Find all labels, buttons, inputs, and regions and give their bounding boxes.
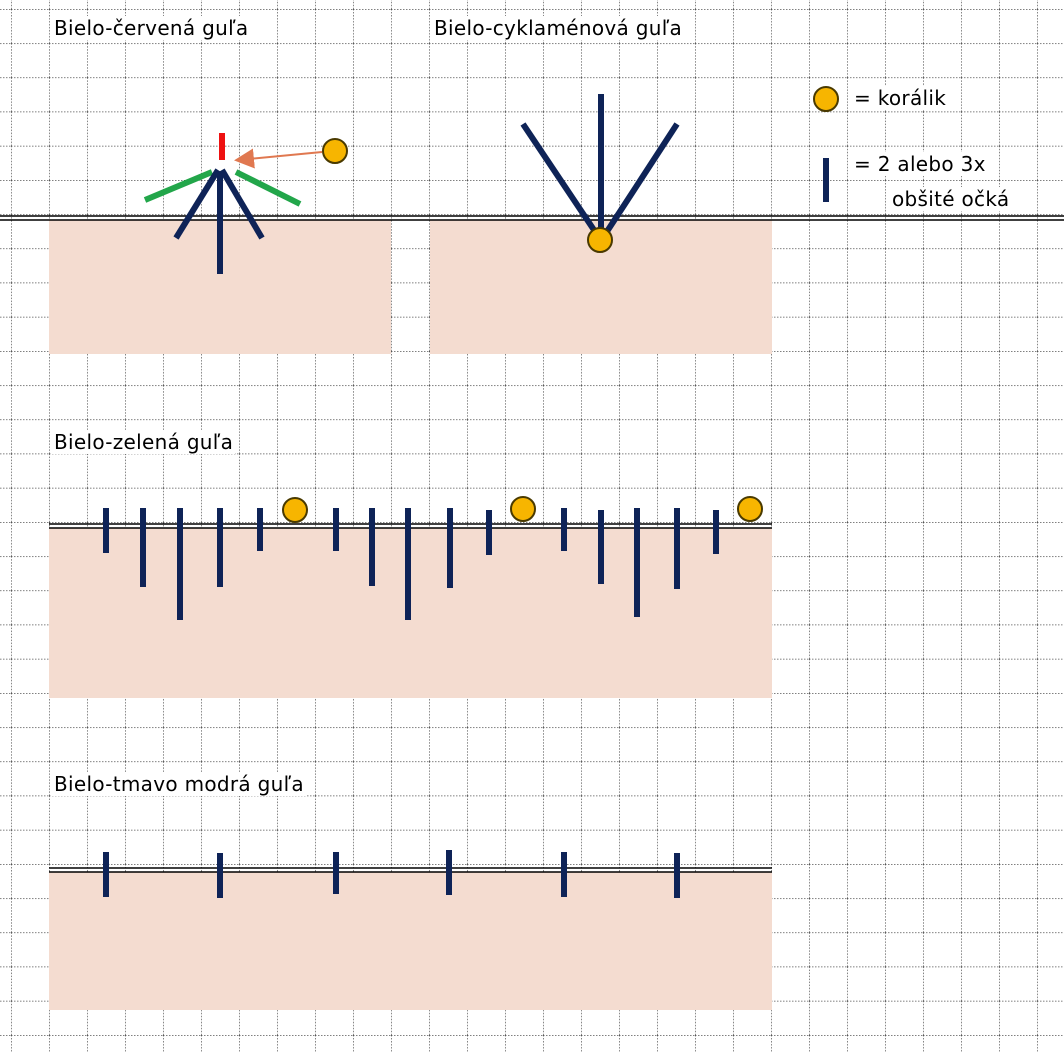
green-stitch-left xyxy=(143,169,214,203)
green-ball-motif xyxy=(103,496,763,620)
bead-red-motif xyxy=(322,138,348,164)
legend-bead-icon xyxy=(813,86,839,112)
legend-bead-label: = korálik xyxy=(852,86,949,110)
green-row-bead xyxy=(282,497,308,523)
arrow-to-red-stitch xyxy=(234,148,323,169)
darkblue-ball-motif xyxy=(103,850,680,898)
baseline-top xyxy=(0,215,1064,221)
green-row-bead xyxy=(510,496,536,522)
legend-stitch-label-line1: = 2 alebo 3x xyxy=(852,152,988,176)
red-ball-motif xyxy=(143,133,348,274)
blue-stitch-left xyxy=(173,168,221,240)
green-row-bead xyxy=(737,496,763,522)
legend-symbols xyxy=(813,86,839,202)
green-stitch-right xyxy=(234,169,302,207)
panel-darkblue-fill xyxy=(49,872,772,1010)
title-darkblue-ball: Bielo-tmavo modrá guľa xyxy=(52,772,306,796)
baseline-darkblue xyxy=(49,867,772,873)
bead-cyclamen-motif xyxy=(587,227,613,253)
cyc-stitch-left xyxy=(520,122,599,235)
title-cyclamen-ball: Bielo-cyklaménová guľa xyxy=(432,16,685,40)
cyclamen-ball-motif xyxy=(520,94,680,253)
legend-stitch-label-line2: obšité očká xyxy=(890,187,1012,211)
title-red-ball: Bielo-červená guľa xyxy=(52,16,251,40)
blue-stitch-right xyxy=(219,168,265,240)
title-green-ball: Bielo-zelená guľa xyxy=(52,430,236,454)
cyc-stitch-right xyxy=(603,122,680,235)
